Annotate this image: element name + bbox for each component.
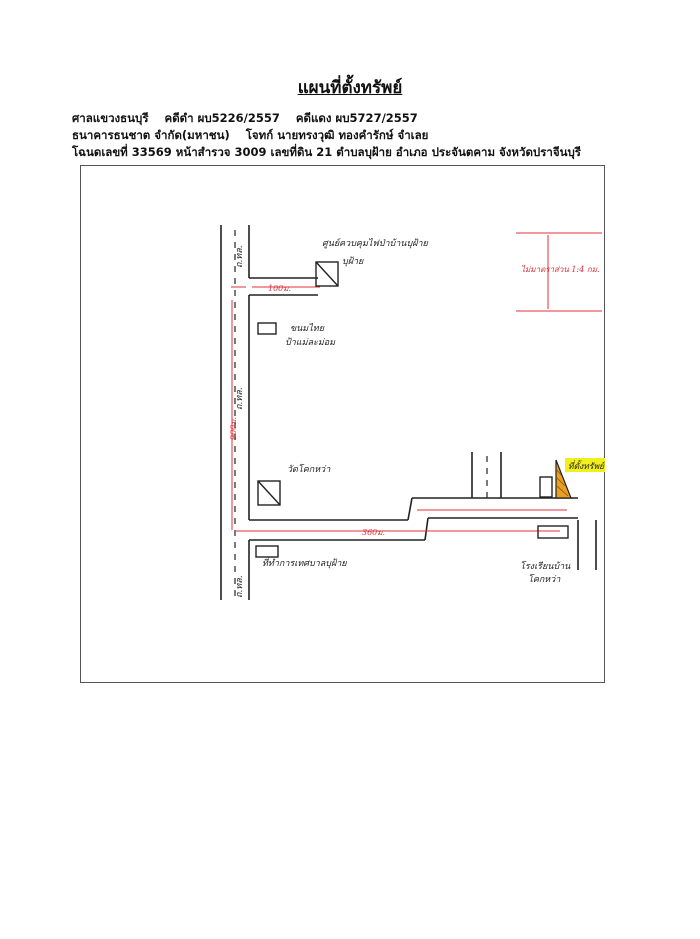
property-highlight: [565, 458, 605, 472]
police-label: ศูนย์ควบคุมไฟป่าบ้านบุฝ้าย: [322, 237, 429, 249]
road-label-bottom: ถ.ทล.: [235, 575, 245, 598]
temple-box: [257, 480, 281, 506]
temple-label: วัดโคกหว่า: [287, 463, 331, 475]
branch-road: [249, 452, 597, 570]
location-map: ถ.ทล. ถ.ทล. ถ.ทล. ศูนย์ควบคุมไฟป่าบ้านบุ…: [80, 165, 605, 683]
school-label: โรงเรียนบ้าน: [520, 560, 571, 572]
school-box: [537, 525, 569, 539]
school-label-2: โคกหว่า: [528, 573, 561, 585]
page-title: แผนที่ตั้งทรัพย์: [297, 78, 403, 98]
road-label-mid: ถ.ทล.: [235, 387, 245, 410]
shop-label: ขนมไทย: [290, 322, 325, 334]
distance-labels: 100ม. 900ม. 360ม. ไม่มาตราส่วน 1:4 กม.: [229, 264, 600, 537]
black-case-number: คดีดำ ผบ5226/2557: [164, 111, 280, 125]
shop-label-2: ป้าแม่ละม่อม: [285, 337, 336, 348]
health-box: [255, 545, 279, 558]
scale-note: ไม่มาตราส่วน 1:4 กม.: [521, 264, 600, 274]
landmarks: [255, 261, 569, 558]
main-road: [220, 225, 318, 600]
plaintiff-name: ธนาคารธนชาต จำกัด(มหาชน): [72, 128, 230, 142]
map-frame: [80, 165, 605, 683]
deed-line: โฉนดเลขที่ 33569 หน้าสำรวจ 3009 เลขที่ดิ…: [72, 145, 581, 159]
parties-line: ธนาคารธนชาต จำกัด(มหาชน) โจทก์ นายทรงวุฒ…: [72, 127, 428, 145]
distance-360m: 360ม.: [362, 528, 385, 537]
shop-box: [257, 322, 277, 335]
defendant-name: โจทก์ นายทรงวุฒิ ทองคำรักษ์ จำเลย: [245, 128, 429, 142]
distance-900m: 900ม.: [229, 417, 238, 440]
road-label-top: ถ.ทล.: [235, 245, 245, 268]
case-line: ศาลแขวงธนบุรี คดีดำ ผบ5226/2557 คดีแดง ผบ5…: [72, 110, 418, 128]
police-box: [315, 261, 339, 287]
property-hatch: [556, 469, 569, 497]
court-name: ศาลแขวงธนบุรี: [72, 111, 149, 125]
distance-100m: 100ม.: [268, 284, 291, 293]
map-labels: ถ.ทล. ถ.ทล. ถ.ทล. ศูนย์ควบคุมไฟป่าบ้านบุ…: [235, 237, 605, 598]
house-box: [539, 476, 553, 498]
distance-markers: [231, 232, 602, 532]
property-label: ที่ตั้งทรัพย์: [568, 460, 605, 472]
red-case-number: คดีแดง ผบ5727/2557: [295, 111, 418, 125]
police-label-2: บุฝ้าย: [342, 256, 364, 267]
health-label: ที่ทำการเทศบาลบุฝ้าย: [262, 556, 347, 569]
